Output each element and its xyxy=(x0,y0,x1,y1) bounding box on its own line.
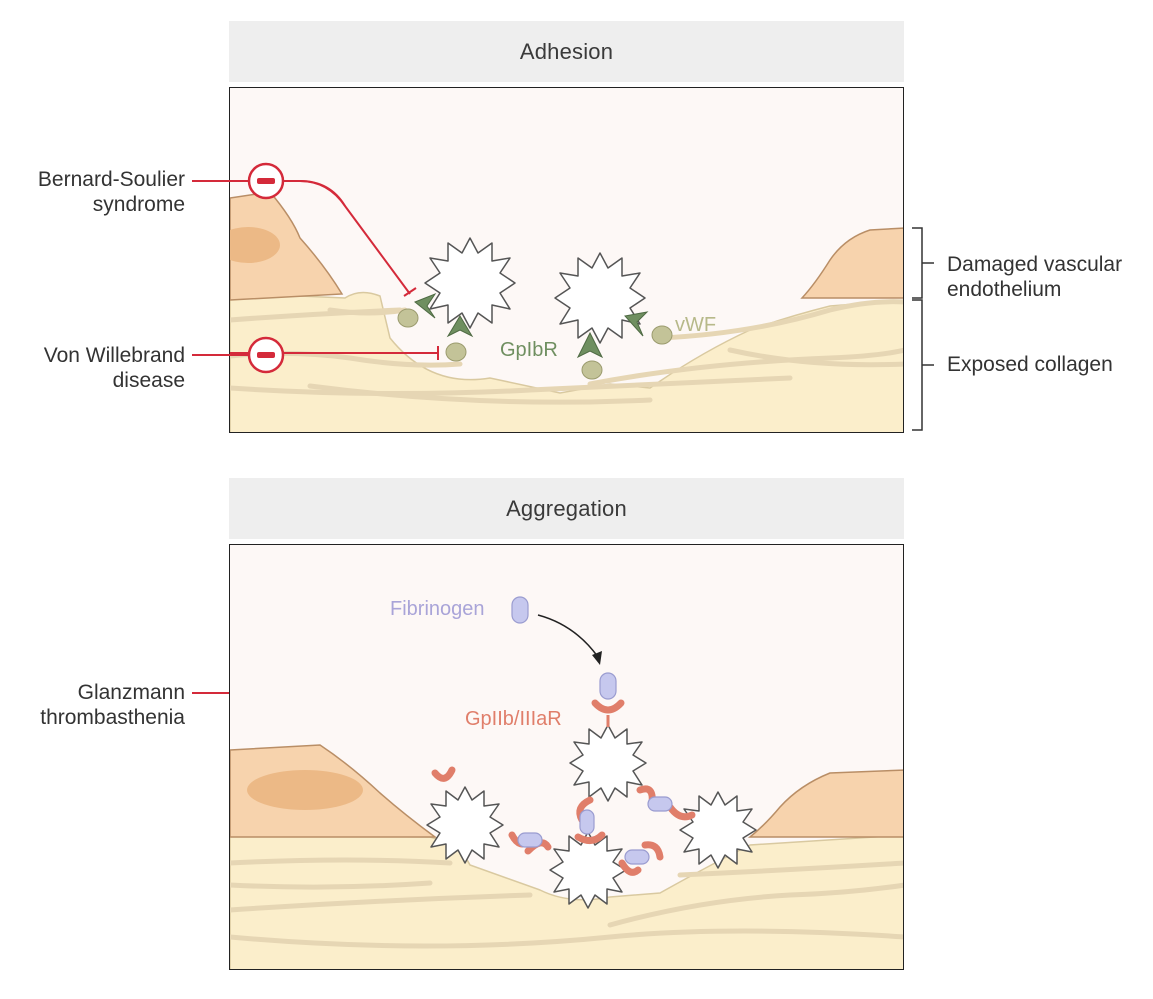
fibrinogen-molecules xyxy=(511,596,673,865)
vwf-label: vWF xyxy=(675,314,716,336)
aggregation-panel: Fibrinogen GpIIb/IIIaR xyxy=(229,544,904,970)
nucleus-left xyxy=(247,770,363,810)
platelet-1 xyxy=(424,237,516,329)
brackets xyxy=(912,227,934,431)
bernard-soulier-label: Bernard-Soulier syndrome xyxy=(37,168,185,216)
collagen-fibers xyxy=(230,299,903,405)
vwf-ligands xyxy=(397,308,673,380)
gpibr-label: GpIbR xyxy=(500,339,558,361)
endothelial-cell-left xyxy=(230,191,344,301)
gpib-receptors xyxy=(414,292,649,359)
nucleus-left xyxy=(230,227,280,263)
aggregation-title: Aggregation xyxy=(506,495,627,521)
adhesion-banner: Adhesion xyxy=(229,21,904,82)
adhesion-illustration: GpIbR vWF xyxy=(230,180,903,432)
endothelial-cell-right xyxy=(800,227,903,299)
platelet-2 xyxy=(554,252,646,344)
fibrinogen-label: Fibrinogen xyxy=(390,598,485,620)
aggregation-banner: Aggregation xyxy=(229,478,904,539)
adhesion-panel: GpIbR vWF xyxy=(229,87,904,433)
exposed-collagen-label: Exposed collagen xyxy=(947,353,1113,376)
platelets xyxy=(426,724,757,909)
damaged-endothelium-label: Damaged vascular endothelium xyxy=(947,253,1123,301)
aggregation-illustration: Fibrinogen GpIIb/IIIaR xyxy=(230,596,903,969)
adhesion-title: Adhesion xyxy=(519,38,614,64)
arrowhead-icon xyxy=(592,651,602,665)
collagen-fibers xyxy=(230,857,903,949)
binding-arrow xyxy=(537,614,599,658)
von-willebrand-label: Von Willebrand disease xyxy=(43,344,185,392)
endothelial-cell-right xyxy=(747,769,903,838)
glanzmann-label: Glanzmann thrombasthenia xyxy=(40,681,185,729)
gpiib-label: GpIIb/IIIaR xyxy=(465,708,562,730)
